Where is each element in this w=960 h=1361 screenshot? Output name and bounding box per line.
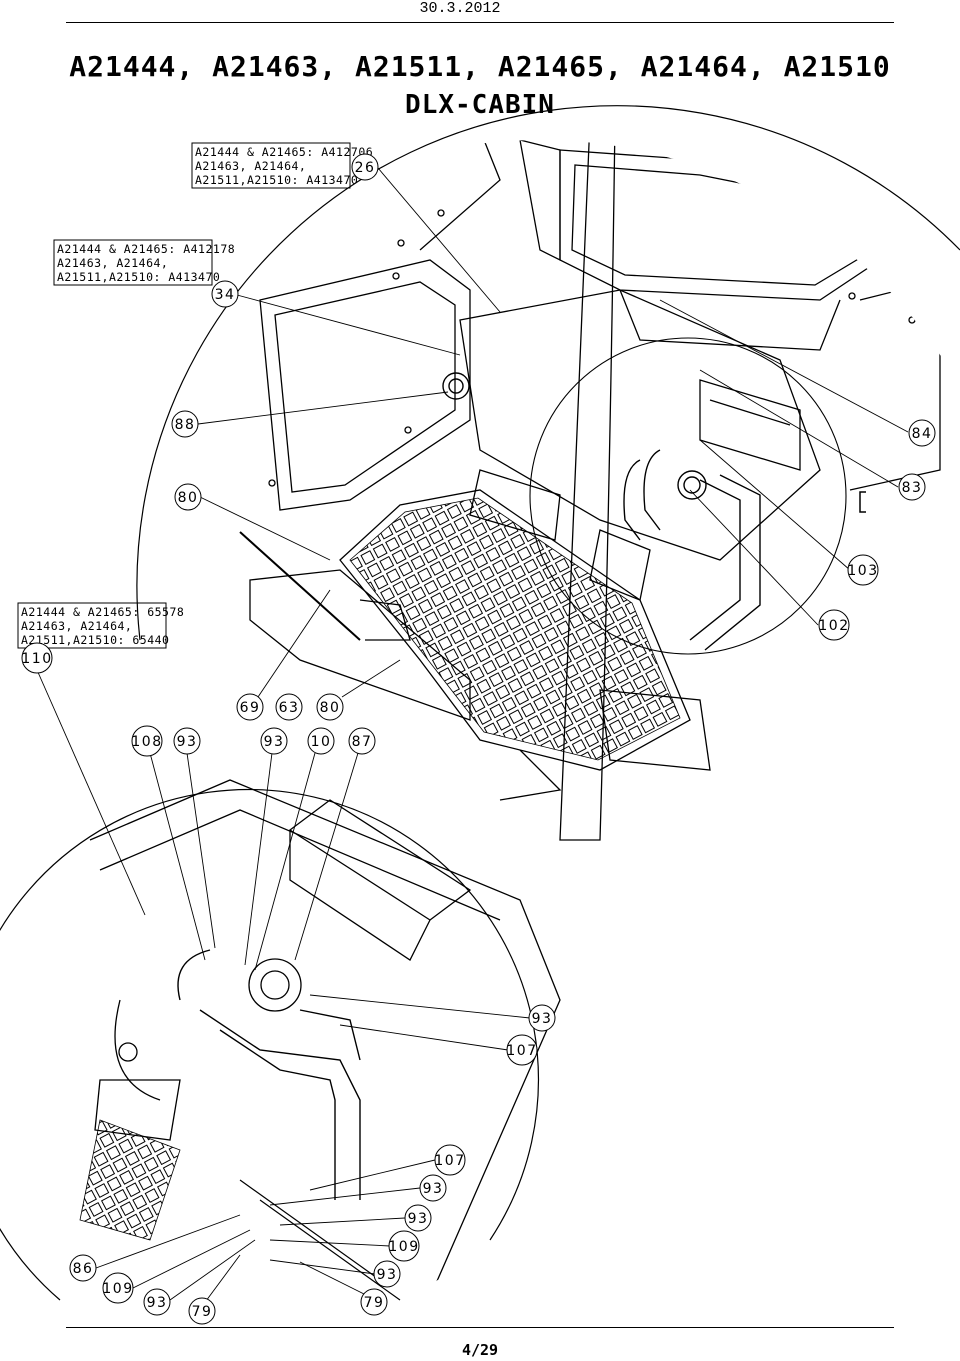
detail-circle [529,337,847,655]
callout-80-upper: 80 [174,483,202,511]
svg-text:109: 109 [388,1239,419,1255]
callout-83: 83 [898,473,926,501]
callout-79-b: 79 [360,1288,388,1316]
svg-text:93: 93 [532,1011,553,1027]
callout-93-g: 93 [143,1288,171,1316]
svg-text:93: 93 [408,1211,429,1227]
callout-34: 34 [211,280,239,308]
note-34-line-2: A21463, A21464, [57,256,168,270]
svg-text:107: 107 [434,1153,465,1169]
svg-text:86: 86 [73,1261,94,1277]
floor-grate [339,469,691,771]
callout-110: 110 [21,642,53,674]
cabin-post [559,140,616,841]
svg-text:79: 79 [192,1304,213,1320]
callout-26: 26 [351,153,379,181]
callout-102: 102 [818,609,850,641]
callout-109-a: 109 [388,1230,420,1262]
callout-10: 10 [307,727,335,755]
note-box-110: A21444 & A21465: 65578 A21463, A21464, A… [17,602,184,649]
svg-text:109: 109 [102,1281,133,1297]
valve [248,958,302,1012]
note-110-line-1: A21444 & A21465: 65578 [21,605,184,619]
callout-93-c: 93 [528,1004,556,1032]
callout-84: 84 [908,419,936,447]
lower-detail-view [0,779,561,1321]
header-rule [66,22,894,23]
upper-view [136,105,960,841]
note-box-34: A21444 & A21465: A412178 A21463, A21464,… [53,239,235,286]
svg-text:93: 93 [264,734,285,750]
callouts: 26 34 88 84 80 83 103 110 102 69 63 80 1… [21,153,936,1325]
front-step [239,531,711,801]
svg-text:93: 93 [377,1267,398,1283]
diagram-subtitle: DLX-CABIN [405,90,555,120]
note-34-line-1: A21444 & A21465: A412178 [57,242,235,256]
note-110-line-2: A21463, A21464, [21,619,132,633]
svg-text:93: 93 [423,1181,444,1197]
note-26-line-2: A21463, A21464, [195,159,306,173]
rear-frame [459,222,941,561]
callout-86: 86 [69,1254,97,1282]
note-110-line-3: A21511,A21510: 65440 [21,633,169,647]
bracket-mark [859,491,866,513]
callout-87: 87 [348,727,376,755]
left-side-panel [259,140,501,511]
note-26-line-3: A21511,A21510: A413470 [195,173,358,187]
svg-text:63: 63 [279,700,300,716]
callout-69: 69 [236,693,264,721]
note-box-26: A21444 & A21465: A412706 A21463, A21464,… [191,142,373,189]
heater-box [288,799,472,921]
callout-107-b: 107 [434,1144,466,1176]
callout-93-d: 93 [419,1174,447,1202]
svg-text:83: 83 [902,480,923,496]
leader-lines [36,167,909,1306]
callout-103: 103 [847,554,879,586]
svg-text:84: 84 [912,426,933,442]
svg-text:88: 88 [175,417,196,433]
svg-text:87: 87 [352,734,373,750]
callout-63: 63 [275,693,303,721]
callout-79-a: 79 [188,1297,216,1325]
callout-107-a: 107 [506,1034,538,1066]
svg-text:26: 26 [355,160,376,176]
document-date: 30.3.2012 [419,0,501,17]
svg-text:93: 93 [177,734,198,750]
diagram-title: A21444, A21463, A21511, A21465, A21464, … [69,50,891,83]
svg-text:80: 80 [320,700,341,716]
callout-93-f: 93 [373,1260,401,1288]
svg-text:69: 69 [240,700,261,716]
callout-108: 108 [131,725,163,757]
svg-text:108: 108 [131,734,162,750]
footer-rule [66,1327,894,1328]
svg-text:10: 10 [311,734,332,750]
callout-93-b: 93 [260,727,288,755]
callout-80-lower: 80 [316,693,344,721]
heater-pipes [442,372,761,651]
callout-93-e: 93 [404,1204,432,1232]
svg-text:93: 93 [147,1295,168,1311]
callout-109-b: 109 [102,1272,134,1304]
svg-text:103: 103 [847,563,878,579]
svg-text:110: 110 [21,651,52,667]
svg-text:80: 80 [178,490,199,506]
callout-88: 88 [171,410,199,438]
page-number: 4/29 [461,1341,499,1359]
note-26-line-1: A21444 & A21465: A412706 [195,145,373,159]
svg-text:107: 107 [506,1043,537,1059]
callout-93-a: 93 [173,727,201,755]
svg-text:102: 102 [818,618,849,634]
seat [519,140,881,351]
svg-text:34: 34 [215,287,236,303]
svg-text:79: 79 [364,1295,385,1311]
note-34-line-3: A21511,A21510: A413470 [57,270,220,284]
